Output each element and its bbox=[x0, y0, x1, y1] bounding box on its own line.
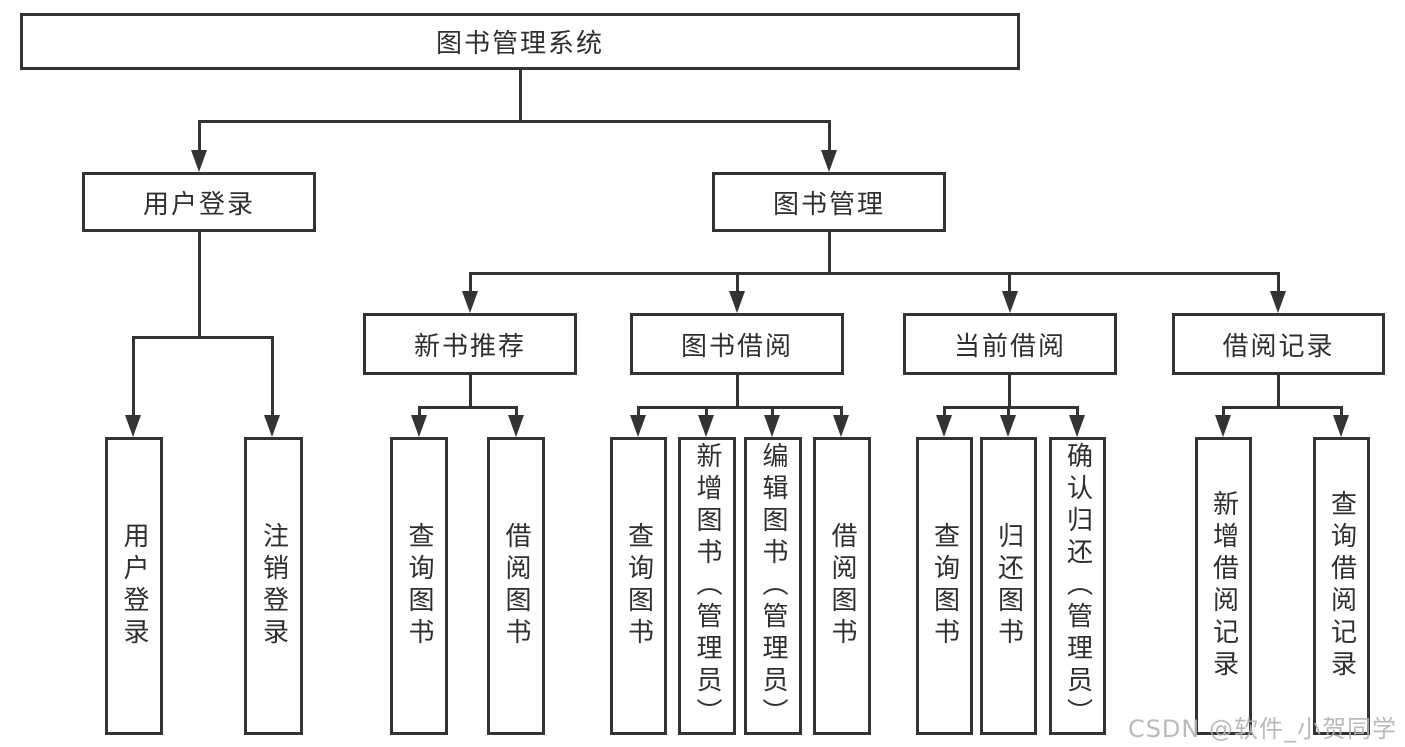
leaf-query-books-2-label: 查询图书 bbox=[623, 522, 654, 650]
arrow-down-icon bbox=[264, 415, 280, 437]
connector-root-stem bbox=[519, 70, 522, 123]
arrow-down-icon bbox=[1215, 415, 1231, 437]
connector-new-book-stem bbox=[469, 375, 472, 406]
node-book-borrow: 图书借阅 bbox=[630, 313, 844, 375]
leaf-query-books-2: 查询图书 bbox=[610, 437, 667, 735]
node-user-login: 用户登录 bbox=[82, 172, 316, 232]
connector-borrow-records-stem bbox=[1277, 375, 1280, 406]
leaf-add-book-admin: 新增图书（管理员） bbox=[678, 437, 736, 735]
node-borrow-records-label: 借阅记录 bbox=[1222, 331, 1335, 362]
connector-drop bbox=[418, 406, 421, 417]
leaf-add-borrow-record: 新增借阅记录 bbox=[1195, 437, 1252, 735]
leaf-user-login: 用户登录 bbox=[105, 437, 163, 735]
connector-current-borrow-branch bbox=[943, 406, 1079, 409]
leaf-query-borrow-record: 查询借阅记录 bbox=[1313, 437, 1370, 735]
connector-borrow-records-branch bbox=[1222, 406, 1343, 409]
arrow-down-icon bbox=[1270, 291, 1286, 313]
leaf-query-books-1-label: 查询图书 bbox=[404, 522, 434, 650]
node-book-borrow-label: 图书借阅 bbox=[680, 331, 793, 362]
connector-user-login-branch bbox=[132, 336, 274, 339]
connector-level3-branch bbox=[469, 272, 1280, 275]
connector-drop-leaf-user-login bbox=[132, 336, 135, 417]
leaf-add-book-admin-label: 新增图书（管理员） bbox=[692, 442, 722, 730]
connector-drop bbox=[1007, 406, 1010, 417]
arrow-down-icon bbox=[191, 150, 207, 172]
connector-drop bbox=[840, 406, 843, 417]
arrow-down-icon bbox=[764, 415, 780, 437]
node-new-book-recommend-label: 新书推荐 bbox=[413, 331, 526, 362]
leaf-edit-book-admin: 编辑图书（管理员） bbox=[744, 437, 802, 735]
arrow-down-icon bbox=[729, 291, 745, 313]
connector-drop-leaf-logout bbox=[271, 336, 274, 417]
leaf-confirm-return-admin-label: 确认归还（管理员） bbox=[1062, 442, 1093, 730]
node-book-mgmt: 图书管理 bbox=[712, 172, 946, 232]
arrow-down-icon bbox=[411, 415, 427, 437]
arrow-down-icon bbox=[462, 291, 478, 313]
arrow-down-icon bbox=[833, 415, 849, 437]
leaf-borrow-books-1-label: 借阅图书 bbox=[501, 522, 531, 650]
connector-current-borrow-stem bbox=[1008, 375, 1011, 406]
connector-drop-user-login bbox=[198, 120, 201, 152]
node-borrow-records: 借阅记录 bbox=[1172, 313, 1385, 375]
connector-book-borrow-stem bbox=[736, 375, 739, 406]
arrow-down-icon bbox=[1333, 415, 1349, 437]
connector-drop bbox=[771, 406, 774, 417]
leaf-borrow-books-1: 借阅图书 bbox=[487, 437, 545, 735]
arrow-down-icon bbox=[125, 415, 141, 437]
arrow-down-icon bbox=[630, 415, 646, 437]
node-root-label: 图书管理系统 bbox=[435, 29, 604, 59]
connector-drop bbox=[1340, 406, 1343, 417]
connector-drop bbox=[515, 406, 518, 417]
connector-user-login-stem bbox=[198, 232, 201, 336]
leaf-logout-label: 注销登录 bbox=[258, 522, 289, 650]
connector-drop-new-book bbox=[469, 272, 472, 293]
arrow-down-icon bbox=[698, 415, 714, 437]
connector-drop-borrow-records bbox=[1277, 272, 1280, 293]
node-new-book-recommend: 新书推荐 bbox=[363, 313, 577, 375]
node-book-mgmt-label: 图书管理 bbox=[772, 189, 885, 220]
connector-book-mgmt-stem bbox=[828, 232, 831, 272]
leaf-query-books-3-label: 查询图书 bbox=[929, 522, 960, 650]
connector-book-borrow-branch bbox=[637, 406, 843, 409]
leaf-return-book: 归还图书 bbox=[980, 437, 1037, 735]
connector-drop bbox=[705, 406, 708, 417]
connector-drop-current-borrow bbox=[1008, 272, 1011, 293]
connector-level2-branch bbox=[198, 120, 831, 123]
node-current-borrow-label: 当前借阅 bbox=[953, 331, 1066, 362]
connector-drop bbox=[1222, 406, 1225, 417]
arrow-down-icon bbox=[821, 150, 837, 172]
arrow-down-icon bbox=[936, 415, 952, 437]
node-user-login-label: 用户登录 bbox=[142, 189, 255, 220]
connector-drop bbox=[637, 406, 640, 417]
leaf-borrow-books-2-label: 借阅图书 bbox=[827, 522, 857, 650]
connector-drop-book-borrow bbox=[736, 272, 739, 293]
node-root: 图书管理系统 bbox=[20, 13, 1020, 70]
watermark: CSDN @软件_小贺同学 bbox=[1127, 715, 1397, 743]
leaf-return-book-label: 归还图书 bbox=[993, 522, 1024, 650]
leaf-add-borrow-record-label: 新增借阅记录 bbox=[1208, 490, 1239, 682]
connector-new-book-branch bbox=[418, 406, 518, 409]
leaf-user-login-label: 用户登录 bbox=[119, 522, 149, 650]
leaf-query-books-1: 查询图书 bbox=[390, 437, 448, 735]
connector-drop-book-mgmt bbox=[828, 120, 831, 152]
leaf-query-books-3: 查询图书 bbox=[916, 437, 973, 735]
leaf-borrow-books-2: 借阅图书 bbox=[813, 437, 871, 735]
arrow-down-icon bbox=[1002, 291, 1018, 313]
connector-drop bbox=[943, 406, 946, 417]
leaf-logout: 注销登录 bbox=[244, 437, 303, 735]
arrow-down-icon bbox=[1000, 415, 1016, 437]
arrow-down-icon bbox=[508, 415, 524, 437]
arrow-down-icon bbox=[1069, 415, 1085, 437]
connector-drop bbox=[1076, 406, 1079, 417]
node-current-borrow: 当前借阅 bbox=[903, 313, 1117, 375]
leaf-query-borrow-record-label: 查询借阅记录 bbox=[1326, 490, 1357, 682]
leaf-edit-book-admin-label: 编辑图书（管理员） bbox=[758, 442, 788, 730]
leaf-confirm-return-admin: 确认归还（管理员） bbox=[1049, 437, 1106, 735]
